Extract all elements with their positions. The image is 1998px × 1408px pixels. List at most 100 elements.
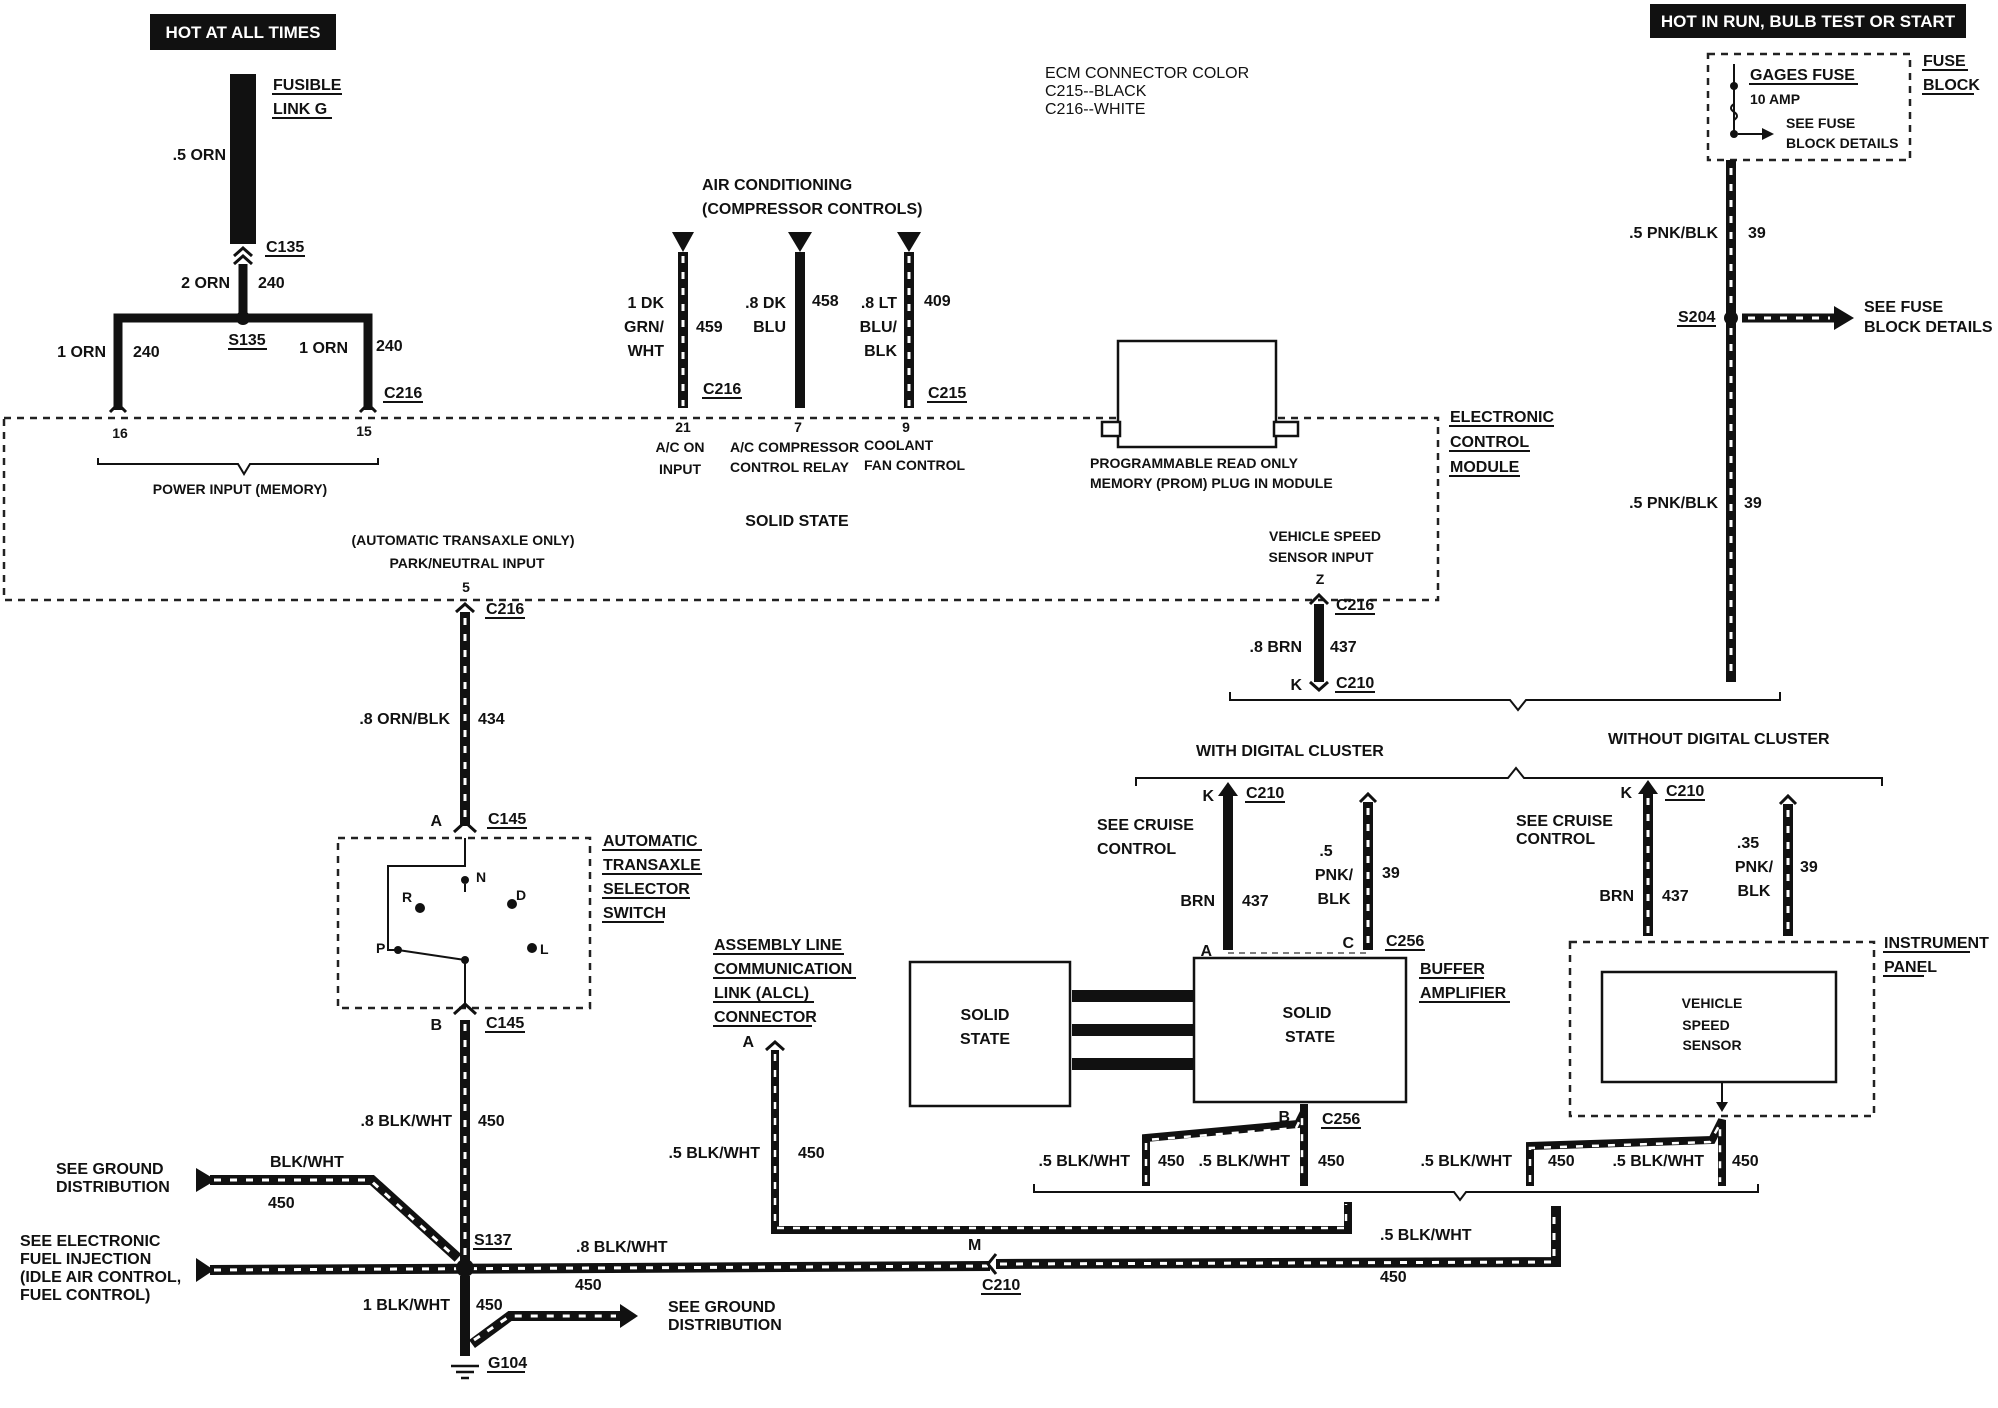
wod-pnk-2: PNK/ bbox=[1735, 859, 1774, 876]
fuse-rating: 10 AMP bbox=[1750, 91, 1800, 107]
wod-brn: BRN bbox=[1599, 888, 1634, 905]
wd-pin-b: B bbox=[1278, 1109, 1290, 1126]
hot-in-run-header bbox=[1650, 4, 1966, 38]
with-digital-section: K C210 SEE CRUISE CONTROL BRN 437 .5 PNK… bbox=[1038, 782, 1510, 1186]
see-efi-1: SEE ELECTRONIC bbox=[20, 1233, 161, 1250]
fuse-block-label-2: BLOCK bbox=[1923, 77, 1980, 94]
vss-pin-k: K bbox=[1290, 677, 1302, 694]
ecm-pins: 16 15 POWER INPUT (MEMORY) 21 A/C ON INP… bbox=[97, 419, 1381, 595]
ac-title-2: (COMPRESSOR CONTROLS) bbox=[702, 201, 922, 218]
vss-label-3: SENSOR bbox=[1682, 1037, 1741, 1053]
buffer-solid-1: SOLID bbox=[1283, 1005, 1332, 1022]
ac-circuit2: 458 bbox=[812, 293, 839, 310]
fusible-link-label-2: LINK G bbox=[273, 101, 327, 118]
wd-c256: C256 bbox=[1386, 933, 1424, 950]
ecm-label-3: MODULE bbox=[1450, 459, 1520, 476]
see-ground-1a: SEE GROUND bbox=[56, 1161, 164, 1178]
ecm-note-line-3: C216--WHITE bbox=[1045, 101, 1145, 118]
pin-15: 15 bbox=[356, 423, 372, 439]
fusible-link: FUSIBLE LINK G .5 ORN bbox=[173, 74, 342, 244]
ac-circuit1: 459 bbox=[696, 319, 723, 336]
pn-c145-top: C145 bbox=[488, 811, 526, 828]
right-circuit: 450 bbox=[1380, 1269, 1407, 1286]
switch-label-3: SELECTOR bbox=[603, 881, 690, 898]
see-efi-3: (IDLE AIR CONTROL, bbox=[20, 1269, 181, 1286]
fuse-block: GAGES FUSE 10 AMP SEE FUSE BLOCK DETAILS… bbox=[1706, 52, 1980, 162]
c210-ground: C210 bbox=[982, 1277, 1020, 1294]
pin-21: 21 bbox=[675, 419, 691, 435]
ac-connector3: C215 bbox=[928, 385, 966, 402]
fuse-see-details-2: BLOCK DETAILS bbox=[1786, 135, 1899, 151]
hot-in-run-text: HOT IN RUN, BULB TEST OR START bbox=[1661, 12, 1956, 31]
prom-label-1: PROGRAMMABLE READ ONLY bbox=[1090, 455, 1299, 471]
splice-s137 bbox=[456, 1259, 474, 1277]
pin-7: 7 bbox=[794, 419, 802, 435]
s204-see-details-2: BLOCK DETAILS bbox=[1864, 319, 1993, 336]
fusible-link-wire: .5 ORN bbox=[173, 147, 226, 164]
splice-s135 bbox=[236, 311, 250, 325]
wod-gnd-left-wire: .5 BLK/WHT bbox=[1420, 1153, 1512, 1170]
wd-circuit-39: 39 bbox=[1382, 865, 1400, 882]
pn-circuit-b: 450 bbox=[478, 1113, 505, 1130]
fuse-feed-wire-top: .5 PNK/BLK bbox=[1629, 225, 1718, 242]
ac-func3-l1: COOLANT bbox=[864, 437, 934, 453]
ac-wire1-l1: 1 DK bbox=[628, 295, 665, 312]
ecm-note-line-2: C215--BLACK bbox=[1045, 83, 1147, 100]
see-ground-1b: DISTRIBUTION bbox=[56, 1179, 170, 1196]
buffer-solid-2: STATE bbox=[1285, 1029, 1335, 1046]
wod-circuit-437: 437 bbox=[1662, 888, 1689, 905]
right-branch-circuit: 240 bbox=[376, 338, 403, 355]
pn-c145-bottom: C145 bbox=[486, 1015, 524, 1032]
panel-label-2: PANEL bbox=[1884, 959, 1937, 976]
wd-pnk-1: .5 bbox=[1319, 843, 1332, 860]
pn-c216: C216 bbox=[486, 601, 524, 618]
pos-n: N bbox=[476, 869, 486, 885]
see-ground-2a: SEE GROUND bbox=[668, 1299, 776, 1316]
ac-connector1: C216 bbox=[703, 381, 741, 398]
connector-c135: C135 bbox=[233, 239, 305, 266]
alcl-pin-a: A bbox=[742, 1034, 754, 1051]
pn-wire-b: .8 BLK/WHT bbox=[360, 1113, 452, 1130]
panel-label-1: INSTRUMENT bbox=[1884, 935, 1989, 952]
wd-gnd-right-wire: .5 BLK/WHT bbox=[1198, 1153, 1290, 1170]
wod-gnd-left-circuit: 450 bbox=[1548, 1153, 1575, 1170]
wd-c210: C210 bbox=[1246, 785, 1284, 802]
pos-d: D bbox=[516, 887, 526, 903]
pin-16: 16 bbox=[112, 425, 128, 441]
ac-wire1-l2: GRN/ bbox=[624, 319, 665, 336]
switch-label-4: SWITCH bbox=[603, 905, 666, 922]
with-digital-title: WITH DIGITAL CLUSTER bbox=[1196, 743, 1384, 760]
vss-wire-size: .8 BRN bbox=[1250, 639, 1302, 656]
ground-1-wire: BLK/WHT bbox=[270, 1154, 344, 1171]
see-efi-2: FUEL INJECTION bbox=[20, 1251, 151, 1268]
wod-circuit-39: 39 bbox=[1800, 859, 1818, 876]
ac-wire1-l3: WHT bbox=[628, 343, 665, 360]
pn-circuit: 434 bbox=[478, 711, 505, 728]
vss-c216: C216 bbox=[1336, 597, 1374, 614]
wd-pin-k: K bbox=[1202, 788, 1214, 805]
ac-wire2-l2: BLU bbox=[753, 319, 786, 336]
wd-pnk-3: BLK bbox=[1318, 891, 1351, 908]
ac-circuit3: 409 bbox=[924, 293, 951, 310]
ac-wire3-l1: .8 LT bbox=[861, 295, 897, 312]
ac-func1-l2: INPUT bbox=[659, 461, 701, 477]
park-neutral-input: PARK/NEUTRAL INPUT bbox=[389, 555, 544, 571]
wd-gnd-right-circuit: 450 bbox=[1318, 1153, 1345, 1170]
power-wire-size: 2 ORN bbox=[181, 275, 230, 292]
ecm-note-line-1: ECM CONNECTOR COLOR bbox=[1045, 65, 1249, 82]
alcl-connector: ASSEMBLY LINE COMMUNICATION LINK (ALCL) … bbox=[668, 937, 1352, 1234]
hot-at-all-times-header bbox=[150, 14, 336, 50]
ac-title-1: AIR CONDITIONING bbox=[702, 177, 852, 194]
ac-wire3-l2: BLU/ bbox=[860, 319, 898, 336]
pos-l: L bbox=[540, 941, 549, 957]
alcl-label-2: COMMUNICATION bbox=[714, 961, 852, 978]
wod-c210: C210 bbox=[1666, 783, 1704, 800]
fuse-see-details-1: SEE FUSE bbox=[1786, 115, 1855, 131]
vss-input-l2: SENSOR INPUT bbox=[1268, 549, 1373, 565]
fuse-feed-circuit-top: 39 bbox=[1748, 225, 1766, 242]
gages-fuse: GAGES FUSE bbox=[1750, 67, 1855, 84]
vss-input-l1: VEHICLE SPEED bbox=[1269, 528, 1381, 544]
ecm-label-1: ELECTRONIC bbox=[1450, 409, 1554, 426]
solid-left-2: STATE bbox=[960, 1031, 1010, 1048]
